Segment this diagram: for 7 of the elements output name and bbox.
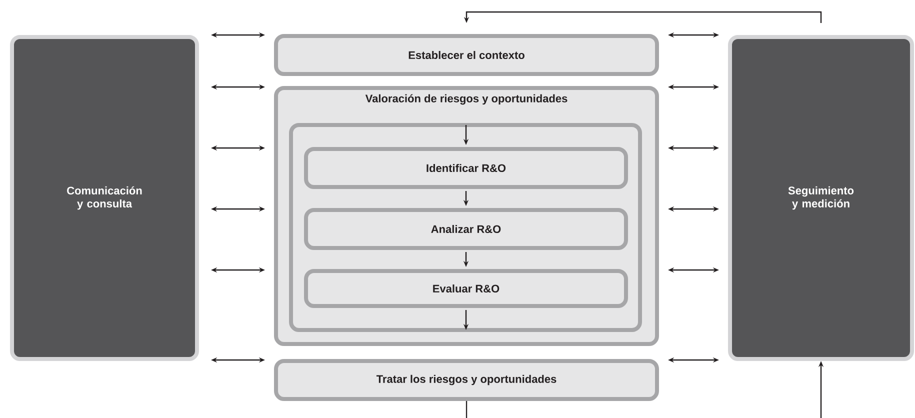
side-panel: Comunicación y consulta — [10, 35, 199, 361]
process-box: Tratar los riesgos y oportunidades — [274, 359, 659, 401]
process-box: Establecer el contexto — [274, 34, 659, 76]
process-box: Analizar R&O — [304, 208, 628, 250]
side-panel: Seguimiento y medición — [728, 35, 914, 361]
process-box: Evaluar R&O — [304, 269, 628, 308]
process-box: Identificar R&O — [304, 147, 628, 189]
